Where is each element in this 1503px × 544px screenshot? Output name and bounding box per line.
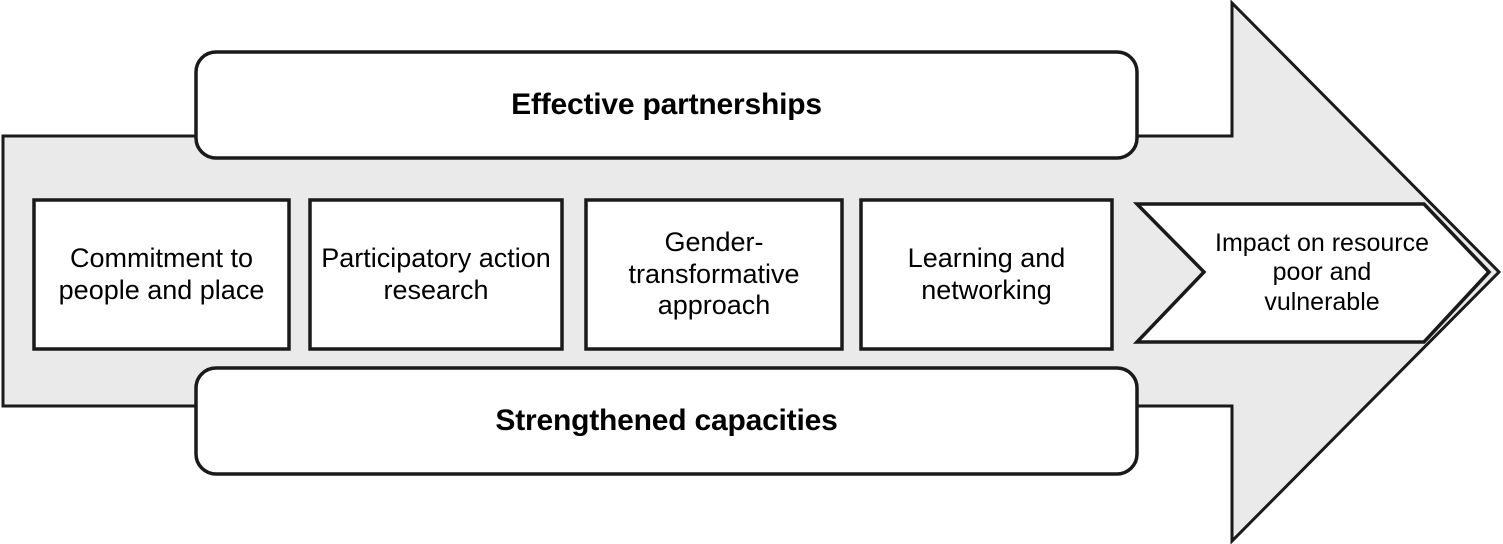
outcome-chevron-shape[interactable] (1132, 202, 1492, 344)
pillar-box-4[interactable] (859, 198, 1114, 351)
bottom-banner-shape[interactable] (194, 366, 1139, 476)
pillar-box-2[interactable] (308, 198, 564, 351)
pillar-box-3[interactable] (584, 198, 844, 351)
pillar-box-1[interactable] (32, 198, 291, 351)
top-banner-shape[interactable] (194, 50, 1139, 160)
